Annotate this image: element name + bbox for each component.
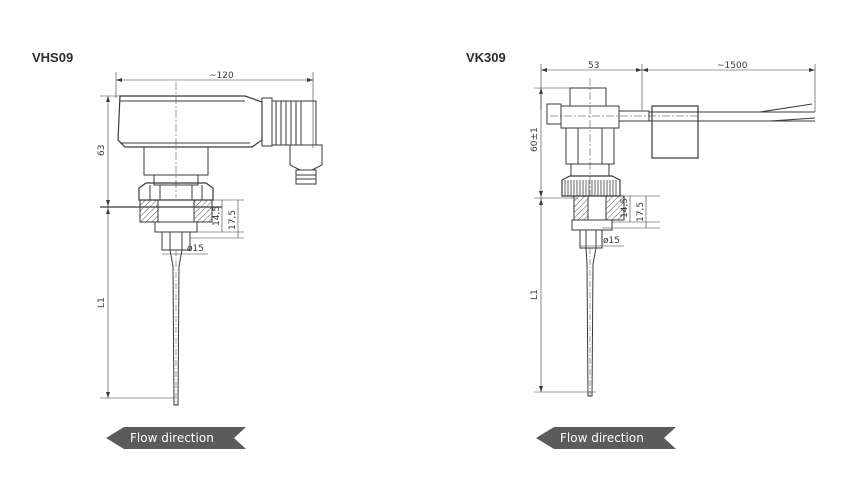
vhs09-dimension-labels: ~120 63 L1 14,5 17,5 ø15 [97, 71, 238, 308]
vhs09-dim-height: 63 [97, 145, 107, 156]
vhs09-title: VHS09 [32, 50, 74, 65]
flow-arrow-icon [106, 427, 246, 449]
vhs09-dim-length: L1 [97, 297, 107, 308]
vk309-drawing [534, 64, 816, 397]
vhs09-flow-arrow: Flow direction [106, 427, 246, 449]
vk309-dim-14: 14,5 [620, 198, 630, 218]
vk309-dim-17: 17,5 [636, 202, 646, 222]
vhs09-flow-label: Flow direction [130, 431, 214, 445]
vk309-dim-length: L1 [530, 289, 540, 300]
vhs09-dim-dia: ø15 [187, 244, 204, 254]
vhs09-dim-17: 17,5 [228, 210, 238, 230]
vk309-title: VK309 [466, 50, 506, 65]
flow-arrow-icon [536, 427, 676, 449]
vk309-dimension-labels: 53 ~1500 60±1 L1 14,5 17,5 ø15 [530, 61, 748, 300]
vk309-dim-dia: ø15 [603, 236, 620, 246]
vk309-flow-label: Flow direction [560, 431, 644, 445]
vk309-dim-cable: ~1500 [717, 61, 748, 71]
vhs09-drawing [100, 72, 323, 406]
vk309-flow-arrow: Flow direction [536, 427, 676, 449]
vhs09-dim-14: 14,5 [212, 206, 222, 226]
vk309-dim-height: 60±1 [530, 127, 540, 152]
vk309-dim-width: 53 [588, 61, 599, 71]
vhs09-dim-width: ~120 [209, 71, 234, 81]
